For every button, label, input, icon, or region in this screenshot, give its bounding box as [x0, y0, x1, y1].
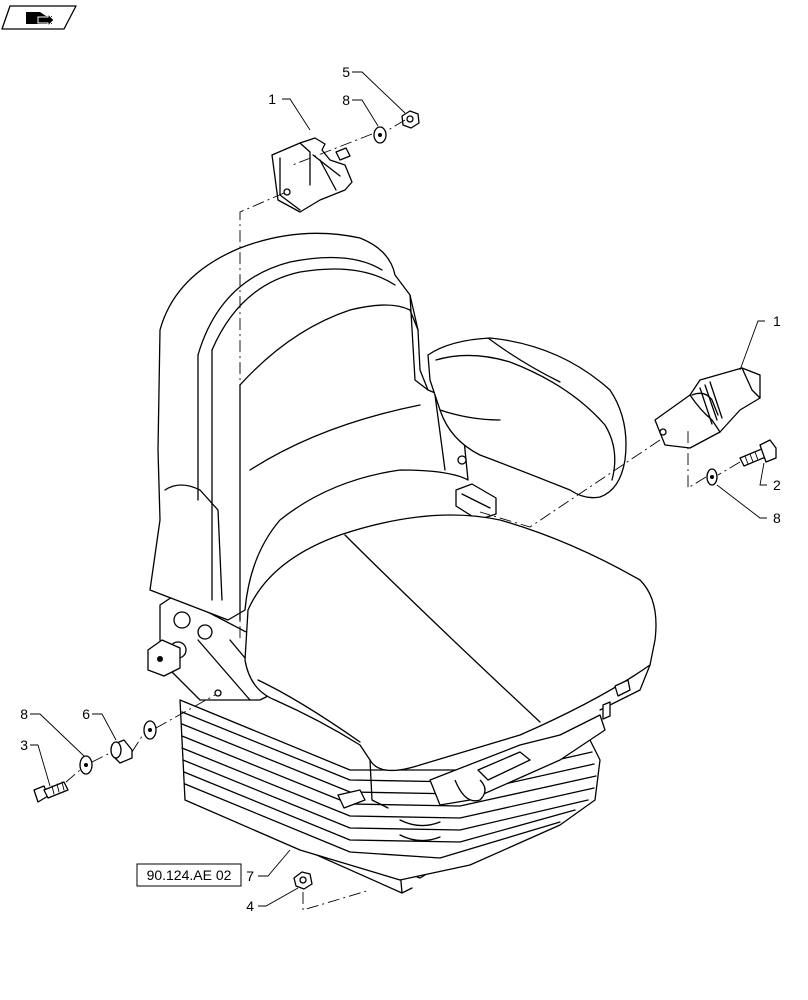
seat-cushion [244, 514, 657, 772]
washer-part-8-left [79, 755, 93, 775]
armrest [427, 337, 627, 499]
washer-part-8-top [373, 126, 387, 144]
callout-7: 7 [246, 868, 254, 884]
page-arrow-icon[interactable] [1, 5, 77, 30]
reference-label[interactable]: 90.124.AE 02 [147, 867, 232, 883]
washer-left-2 [143, 720, 157, 740]
callout-8-top: 8 [342, 92, 350, 108]
callout-5: 5 [342, 64, 350, 80]
cup-holder-part-top [271, 137, 353, 213]
callout-6: 6 [82, 706, 90, 722]
nut-part-4 [293, 871, 313, 890]
seat-assembly [147, 232, 657, 894]
callout-3: 3 [20, 737, 28, 753]
washer-part-8-right [706, 468, 718, 486]
callout-2: 2 [773, 477, 781, 493]
callout-1-right: 1 [773, 313, 781, 329]
bolt-part-2 [739, 439, 777, 467]
nut-part-5 [401, 110, 420, 129]
callout-8-right: 8 [773, 510, 781, 526]
callout-4: 4 [246, 898, 254, 914]
suspension-bellows [179, 699, 601, 881]
reference-link[interactable]: 90.124.AE 02 [136, 863, 242, 887]
bolt-part-3 [33, 781, 69, 803]
callout-1-top: 1 [268, 91, 276, 107]
cup-holder-part-right [654, 367, 761, 449]
callout-8-left: 8 [20, 706, 28, 722]
spacer-part-6 [110, 739, 133, 764]
